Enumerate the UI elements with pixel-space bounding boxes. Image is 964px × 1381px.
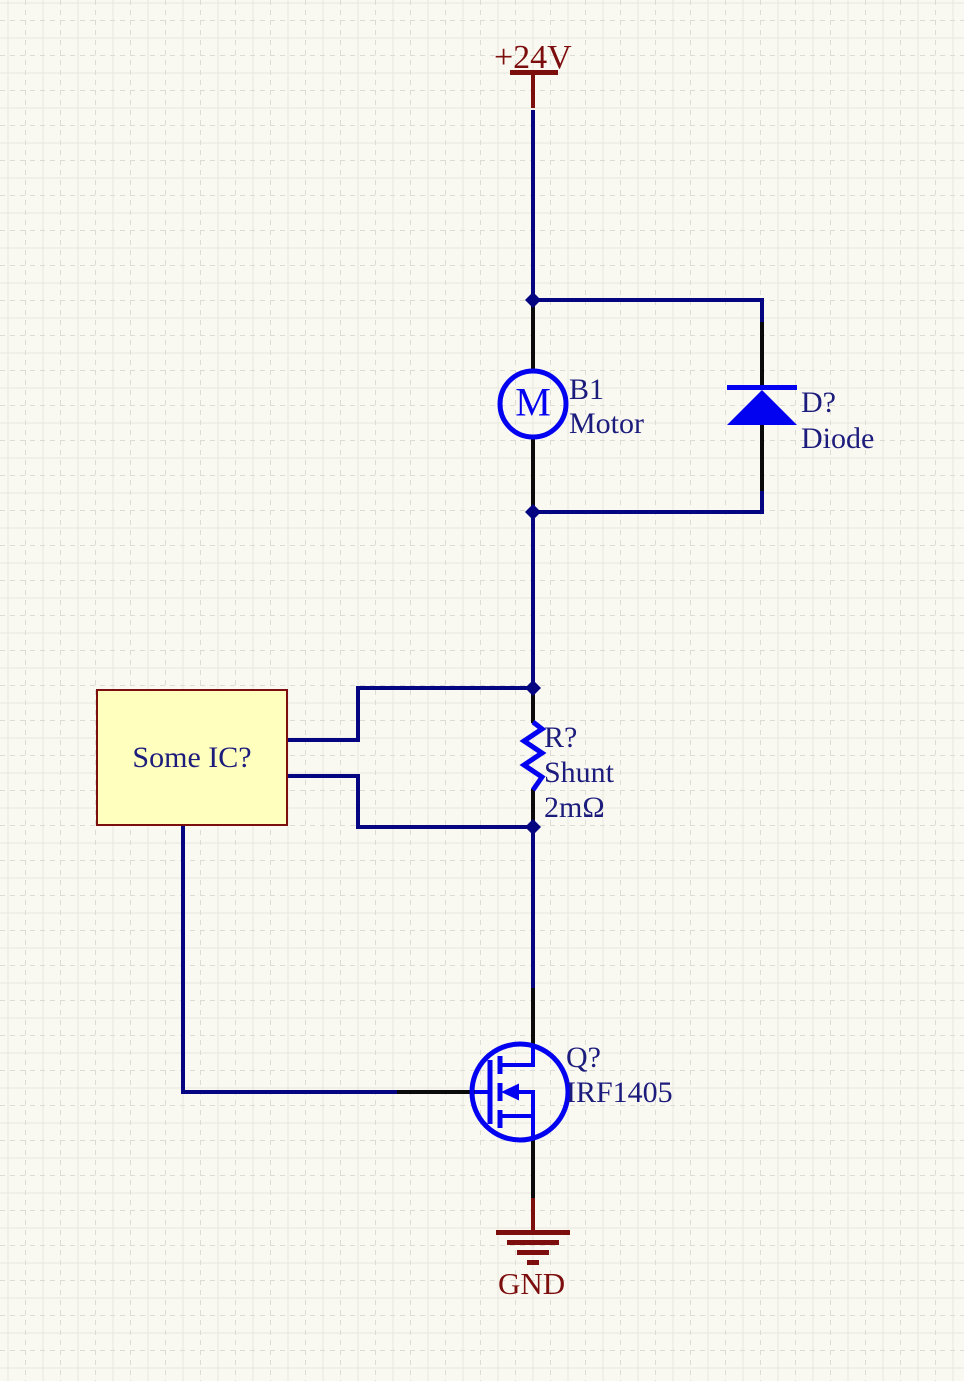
diode-designator-label: D? — [801, 386, 836, 419]
motor-circle — [497, 368, 569, 440]
wire-diode-top[interactable] — [533, 298, 764, 323]
diode-comment-label: Diode — [801, 422, 875, 455]
resistor-comment-label: Shunt — [544, 756, 615, 789]
gnd-symbol[interactable] — [496, 1198, 570, 1265]
power-bar — [510, 70, 558, 75]
wire-diode-bottom[interactable] — [533, 490, 764, 514]
motor-designator-label: B1 — [569, 373, 605, 406]
ic-box[interactable]: Some IC? — [96, 689, 288, 826]
gnd-bar-4 — [527, 1260, 539, 1265]
shunt-resistor-symbol[interactable] — [519, 720, 547, 792]
wires — [181, 110, 764, 1094]
motor-letter: M — [515, 379, 551, 425]
junction-dot — [525, 819, 541, 835]
diode-cathode-bar — [727, 385, 797, 390]
mosfet-designator-label: Q? — [566, 1041, 601, 1074]
mosfet-symbol[interactable] — [469, 1041, 571, 1143]
power-rail-label: +24V — [494, 39, 572, 76]
wire-sense-bottom[interactable] — [288, 774, 533, 829]
gnd-label: GND — [498, 1266, 566, 1301]
mosfet-drain-stub — [500, 1046, 535, 1067]
gnd-bar-1 — [496, 1230, 570, 1235]
gnd-bar-2 — [507, 1240, 559, 1245]
junction-dot — [525, 680, 541, 696]
power-rail-symbol[interactable] — [510, 70, 558, 108]
wire-sense-top[interactable] — [288, 686, 533, 742]
diode-triangle — [727, 390, 797, 425]
resistor-value-label: 2mΩ — [544, 791, 605, 824]
mosfet-body-arrow — [501, 1083, 519, 1101]
flyback-diode-symbol[interactable] — [727, 385, 797, 425]
junction-dots — [525, 292, 541, 835]
resistor-designator-label: R? — [544, 721, 578, 754]
wire-gate[interactable] — [181, 826, 397, 1094]
motor-symbol[interactable] — [497, 368, 569, 440]
mosfet-part-label: IRF1405 — [566, 1076, 673, 1109]
gnd-bar-3 — [517, 1250, 549, 1255]
junction-dot — [525, 292, 541, 308]
mosfet-body-stub — [519, 1090, 535, 1116]
motor-comment-label: Motor — [569, 407, 644, 440]
resistor-zigzag — [519, 720, 547, 792]
mosfet-source-stub — [500, 1114, 535, 1140]
ic-label: Some IC? — [132, 740, 252, 774]
mosfet-circle — [469, 1041, 571, 1143]
junction-dot — [525, 504, 541, 520]
